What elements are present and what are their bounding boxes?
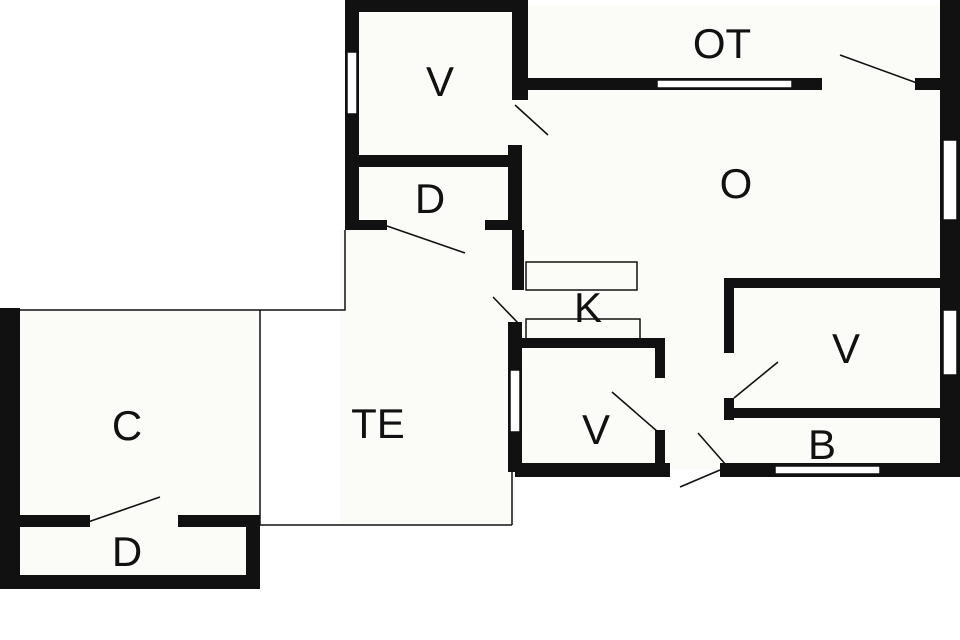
- door-v-right: [733, 361, 779, 399]
- room-label-b: B: [808, 421, 836, 468]
- door-v-small: [611, 391, 659, 433]
- window-o: [942, 139, 958, 221]
- room-label-v-right: V: [832, 325, 860, 372]
- room-label-d-lower: D: [112, 528, 142, 575]
- room-label-d-upper: D: [415, 175, 445, 222]
- door-d-lower: [87, 496, 161, 523]
- room-label-ot: OT: [693, 20, 751, 67]
- room-label-v-top: V: [426, 58, 454, 105]
- window-v-right: [942, 309, 958, 376]
- room-label-o: O: [720, 160, 753, 207]
- room-label-k: K: [574, 284, 602, 331]
- door-k: [492, 296, 521, 326]
- window-ot: [656, 79, 793, 89]
- walls: [0, 0, 960, 589]
- door-v-top: [514, 104, 549, 136]
- door-swings: [87, 54, 918, 523]
- window-b: [774, 465, 881, 475]
- windows: [346, 51, 958, 475]
- door-d-upper: [386, 225, 466, 254]
- window-v-small: [509, 369, 521, 433]
- room-label-te: TE: [351, 400, 405, 447]
- door-ot: [839, 54, 918, 84]
- room-fills: [10, 5, 945, 585]
- window-v-top: [346, 51, 358, 115]
- room-label-c: C: [112, 402, 142, 449]
- door-hall: [697, 432, 727, 466]
- door-entry: [679, 469, 721, 488]
- room-label-v-small: V: [582, 406, 610, 453]
- annex-outline: [10, 230, 513, 526]
- room-labels: OT V O D K V V B C TE D: [112, 20, 860, 575]
